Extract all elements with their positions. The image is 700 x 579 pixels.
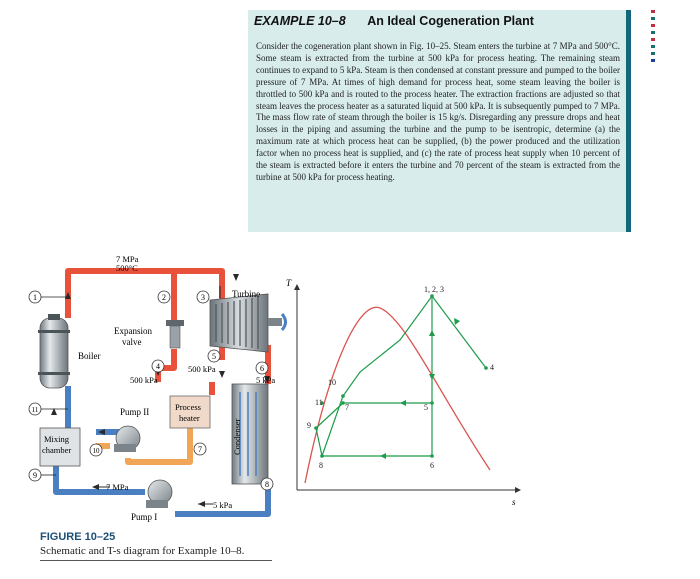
ts-y-axis-arrow: [294, 284, 300, 290]
pump-2-label: Pump II: [120, 407, 149, 417]
svg-text:11: 11: [315, 398, 323, 407]
expansion-valve-label-line2: valve: [122, 337, 142, 347]
cycle-lines: [315, 294, 487, 457]
svg-text:5: 5: [424, 403, 428, 412]
ts-point-labels: 1, 2, 3 4 5 6 7 8 9 10 11: [307, 285, 494, 470]
cycle-arrows: [380, 318, 460, 459]
svg-text:10: 10: [93, 447, 101, 455]
condenser-label: Condenser: [232, 418, 242, 455]
boiler-label: Boiler: [78, 351, 101, 361]
svg-text:4: 4: [490, 363, 494, 372]
svg-text:6: 6: [430, 461, 434, 470]
arrow-state-11: [51, 408, 57, 415]
extraction-pressure-left-label: 500 kPa: [130, 375, 158, 385]
svg-text:8: 8: [265, 480, 269, 489]
mixing-chamber: [39, 427, 81, 467]
state-markers: 1 2 3 4 5 6 7 8 9 10 11: [28, 290, 274, 491]
ts-x-axis-arrow: [515, 487, 521, 493]
extraction-pressure-right-label: 500 kPa: [188, 364, 216, 374]
state-2-marker: 2: [157, 290, 171, 304]
process-heater-label-line1: Process: [175, 402, 201, 412]
example-number: EXAMPLE 10–8: [254, 14, 346, 28]
pump-2: [114, 425, 141, 452]
process-heater-label-line2: heater: [179, 413, 200, 423]
state-8-marker: 8: [260, 477, 274, 491]
condenser: [231, 383, 269, 485]
example-panel: [248, 10, 630, 232]
svg-text:10: 10: [328, 378, 336, 387]
pump-1: [146, 479, 173, 508]
arrow-turbine-inlet: [233, 274, 239, 281]
inlet-pressure-label: 7 MPa: [116, 254, 139, 264]
figure-label: FIGURE 10–25: [40, 531, 116, 543]
svg-text:3: 3: [201, 293, 205, 302]
turbine-label: Turbine: [232, 289, 260, 299]
ts-y-axis-label: T: [286, 278, 292, 288]
svg-text:7: 7: [345, 403, 349, 412]
state-11-marker: 11: [28, 402, 42, 416]
arrow-extraction: [219, 371, 225, 378]
ts-diagram: T s 1, 2, 3 4 5 6: [286, 278, 521, 507]
figure-caption: Schematic and T-s diagram for Example 10…: [40, 545, 245, 557]
turbine-exit-pressure-label: 5 kPa: [256, 375, 275, 385]
ts-x-axis-label: s: [512, 497, 516, 507]
process-heater: [169, 395, 211, 429]
pump-1-outlet-pressure-label: 7 MPa: [106, 482, 129, 492]
svg-text:6: 6: [260, 364, 264, 373]
svg-text:9: 9: [33, 471, 37, 480]
cogeneration-schematic: Boiler Expansion valve Turbine Process h…: [28, 254, 287, 522]
state-1-marker: 1: [28, 290, 42, 304]
example-body-text: Consider the cogeneration plant shown in…: [256, 41, 620, 182]
turbine: [209, 293, 287, 353]
svg-text:5: 5: [212, 352, 216, 361]
svg-text:8: 8: [319, 461, 323, 470]
page-edge-marks: [651, 10, 655, 66]
example-heading: EXAMPLE 10–8 An Ideal Cogeneration Plant: [254, 14, 534, 28]
example-accent-bar: [626, 10, 631, 232]
ts-axes: [296, 286, 519, 491]
state-7-marker: 7: [193, 442, 207, 456]
boiler: [38, 314, 70, 389]
state-4-marker: 4: [151, 359, 165, 373]
svg-text:9: 9: [307, 421, 311, 430]
state-9-marker: 9: [28, 468, 42, 482]
inlet-temperature-label: 500°C: [116, 263, 138, 273]
svg-text:11: 11: [32, 406, 39, 414]
pump-1-inlet-pressure-label: 5 kPa: [213, 500, 232, 510]
mixing-chamber-label-line2: chamber: [42, 445, 71, 455]
mixing-chamber-label-line1: Mixing: [44, 434, 70, 444]
arrow-pump1-out: [92, 484, 99, 490]
state-10-marker: 10: [89, 443, 103, 457]
arrow-mixing-in: [98, 429, 105, 435]
caption-divider: [40, 560, 272, 561]
svg-text:1: 1: [33, 293, 37, 302]
svg-text:1, 2, 3: 1, 2, 3: [424, 285, 444, 294]
state-6-marker: 6: [255, 361, 269, 375]
example-title: An Ideal Cogeneration Plant: [367, 14, 534, 28]
state-5-marker: 5: [207, 349, 221, 363]
saturation-dome: [304, 306, 491, 484]
state-points: [314, 294, 488, 458]
svg-text:7: 7: [198, 445, 202, 454]
expansion-valve-label-line1: Expansion: [114, 326, 152, 336]
expansion-valve: [166, 320, 184, 349]
pump-1-label: Pump I: [131, 512, 157, 522]
svg-text:2: 2: [162, 293, 166, 302]
svg-text:4: 4: [156, 362, 160, 371]
state-3-marker: 3: [196, 290, 210, 304]
arrow-turbine-exit: [264, 376, 270, 383]
